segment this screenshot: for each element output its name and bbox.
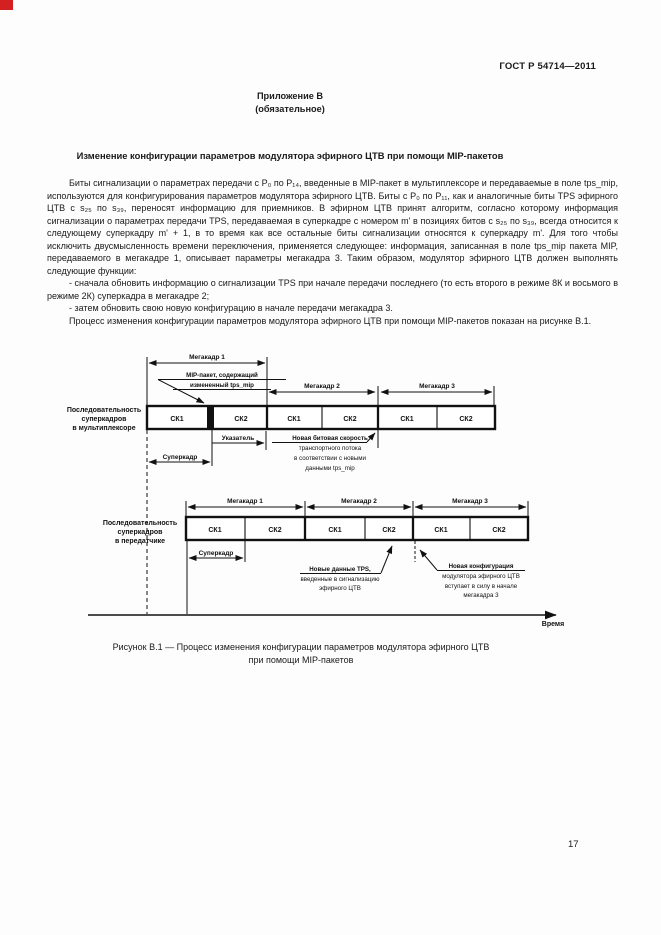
- mux-sequence-label: Последовательность суперкадров в мультип…: [67, 407, 142, 432]
- superframe-label: Суперкадр: [199, 550, 234, 557]
- block-sk2: СК2: [343, 416, 356, 423]
- tx-megaframe-dimensions: Мегакадр 1 Мегакадр 2 Мегакадр 3: [185, 498, 529, 517]
- block-sk1: СК1: [434, 527, 447, 534]
- mip-callout-line2: измененный tps_mip: [190, 382, 254, 389]
- block-sk1: СК1: [170, 416, 183, 423]
- body-text: Биты сигнализации о параметрах передачи …: [47, 177, 618, 327]
- megaframe3-label: Мегакадр 3: [452, 498, 488, 505]
- figure-caption: Рисунок В.1 — Процесс изменения конфигур…: [0, 641, 602, 667]
- time-axis-label: Время: [542, 621, 564, 628]
- tps-note-line1: Новые данные TPS,: [309, 566, 371, 573]
- mip-packet-bar: [207, 405, 214, 430]
- tx-superframe-dimension: Суперкадр: [186, 541, 246, 614]
- bitrate-note-line2: транспортного потока: [299, 445, 362, 452]
- block-sk1: СК1: [328, 527, 341, 534]
- block-sk2: СК2: [492, 527, 505, 534]
- block-sk1: СК1: [287, 416, 300, 423]
- mux-label-line2: суперкадров: [82, 416, 128, 423]
- appendix-title: Изменение конфигурации параметров модуля…: [76, 150, 504, 161]
- tx-label-line1: Последовательность: [103, 520, 178, 527]
- megaframe1-label: Мегакадр 1: [227, 498, 263, 505]
- tps-note-line2: введенные в сигнализацию: [301, 576, 380, 583]
- page-number: 17: [568, 839, 579, 850]
- mip-callout-line1: MIP-пакет, содержащий: [186, 372, 258, 379]
- megaframe1-label: Мегакадр 1: [189, 354, 225, 361]
- figure-caption-line2: при помощи MIP-пакетов: [248, 655, 354, 665]
- paragraph-3: - затем обновить свою новую конфигурацию…: [69, 303, 393, 313]
- bitrate-note-line4: данными tps_mip: [305, 465, 355, 472]
- block-sk2: СК2: [459, 416, 472, 423]
- appendix-name: Приложение В: [256, 91, 324, 101]
- block-sk1: СК1: [400, 416, 413, 423]
- bitrate-note-line1: Новая битовая скорость: [292, 435, 368, 442]
- bitrate-note: Новая битовая скорость транспортного пот…: [272, 429, 379, 472]
- bitrate-note-line3: в соответствии с новыми: [294, 455, 366, 462]
- mux-megaframe-dimensions: Мегакадр 1 Мегакадр 2 Мегакадр 3: [146, 354, 495, 406]
- config-note-line3: вступает в силу в начале: [445, 583, 518, 590]
- corner-mark: [0, 0, 13, 10]
- pointer-dimension: Указатель: [211, 430, 267, 466]
- config-note-line1: Новая конфигурация: [449, 563, 514, 570]
- paragraph-2: - сначала обновить информацию о сигнализ…: [47, 278, 618, 301]
- time-axis: Время: [88, 610, 564, 628]
- mux-superframe-row: СК1 СК2 СК1 СК2 СК1 СК2: [145, 404, 497, 431]
- config-note: Новая конфигурация модулятора эфирного Ц…: [414, 541, 525, 599]
- pointer-label: Указатель: [222, 435, 254, 442]
- mip-packet-callout: MIP-пакет, содержащий измененный tps_mip: [157, 372, 286, 404]
- mux-label-line1: Последовательность: [67, 407, 142, 414]
- config-note-line4: мегакадра 3: [463, 592, 499, 599]
- paragraph-4: Процесс изменения конфигурации параметро…: [69, 315, 592, 326]
- standard-number-header: ГОСТ Р 54714—2011: [499, 61, 596, 72]
- appendix-kind: (обязательное): [255, 104, 325, 114]
- tx-sequence-label: Последовательность суперкадров в передат…: [103, 520, 178, 545]
- paragraph-1: Биты сигнализации о параметрах передачи …: [47, 178, 618, 276]
- figure-b1-diagram: Последовательность суперкадров в мультип…: [67, 354, 564, 628]
- tx-label-line3: в передатчике: [115, 538, 165, 545]
- mux-label-line3: в мультиплексоре: [72, 425, 135, 432]
- config-note-line2: модулятора эфирного ЦТВ: [442, 573, 520, 580]
- megaframe3-label: Мегакадр 3: [419, 383, 455, 390]
- megaframe2-label: Мегакадр 2: [304, 383, 340, 390]
- tps-note: Новые данные TPS, введенные в сигнализац…: [300, 545, 393, 592]
- tx-label-line2: суперкадров: [118, 529, 164, 536]
- block-sk2: СК2: [234, 416, 247, 423]
- block-sk2: СК2: [382, 527, 395, 534]
- megaframe2-label: Мегакадр 2: [341, 498, 377, 505]
- superframe-label: Суперкадр: [163, 454, 198, 461]
- block-sk2: СК2: [268, 527, 281, 534]
- tps-note-line3: эфирного ЦТВ: [319, 585, 361, 592]
- figure-caption-line1: Рисунок В.1 — Процесс изменения конфигур…: [112, 642, 490, 652]
- mux-superframe-dimension: Суперкадр: [148, 454, 211, 465]
- tx-superframe-row: СК1 СК2 СК1 СК2 СК1 СК2: [184, 515, 530, 542]
- block-sk1: СК1: [208, 527, 221, 534]
